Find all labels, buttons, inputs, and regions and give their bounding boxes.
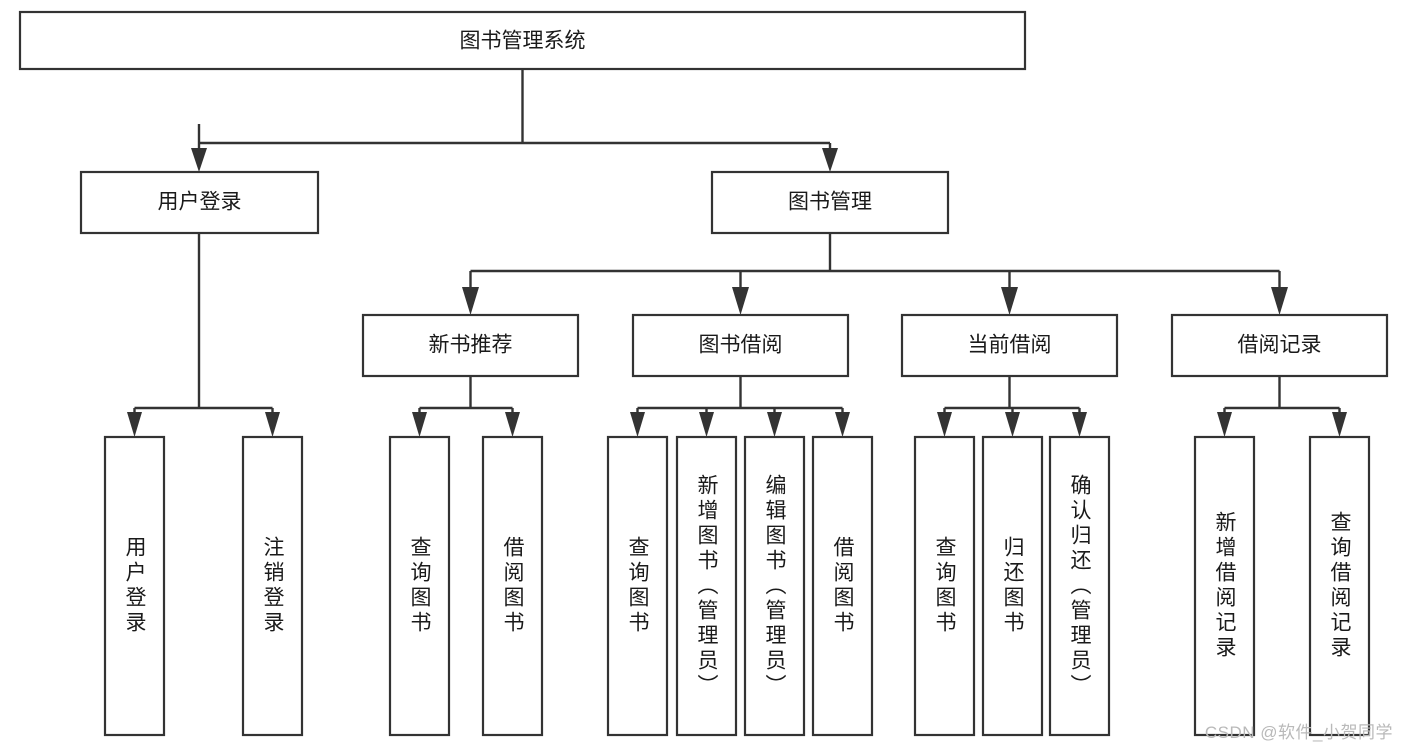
- node-borrow-record[interactable]: 借阅记录: [1170, 313, 1389, 378]
- node-leaf-logout-box[interactable]: [241, 435, 304, 737]
- connector-group-root-to-level1: [191, 69, 838, 172]
- node-root[interactable]: 图书管理系统: [18, 10, 1027, 71]
- arrow-head-to-user-login: [191, 148, 207, 172]
- arrow-head-to-leaf-add-book: [699, 412, 714, 437]
- arrow-head-to-leaf-confirm-return: [1072, 412, 1087, 437]
- node-current-borrow-label: 当前借阅: [968, 334, 1052, 357]
- leaf-box-group: [103, 435, 1371, 737]
- node-current-borrow[interactable]: 当前借阅: [900, 313, 1119, 378]
- connector-group-new-book-recommend-to-leaves: [412, 376, 520, 437]
- node-book-management-label: 图书管理: [788, 191, 872, 214]
- node-borrow-record-label: 借阅记录: [1238, 334, 1322, 357]
- node-root-label: 图书管理系统: [460, 30, 586, 53]
- connector-group-book-management-to-level2: [462, 233, 1288, 315]
- node-leaf-query-book-rec-box[interactable]: [388, 435, 451, 737]
- node-leaf-confirm-return-box[interactable]: [1048, 435, 1111, 737]
- arrow-head-to-new-book-recommend: [462, 287, 479, 315]
- arrow-head-to-leaf-edit-book: [767, 412, 782, 437]
- node-book-borrow-label: 图书借阅: [699, 334, 783, 357]
- node-leaf-add-record-box[interactable]: [1193, 435, 1256, 737]
- connector-group-book-borrow-to-leaves: [630, 376, 850, 437]
- node-user-login-label: 用户登录: [158, 191, 242, 214]
- node-leaf-edit-book-box[interactable]: [743, 435, 806, 737]
- node-leaf-query-book-current-box[interactable]: [913, 435, 976, 737]
- connector-group-user-login-to-leaves: [127, 233, 280, 437]
- node-current-borrow-box[interactable]: [900, 313, 1119, 378]
- connector-group-current-borrow-to-leaves: [937, 376, 1087, 437]
- node-leaf-borrow-book-rec-box[interactable]: [481, 435, 544, 737]
- arrow-head-to-leaf-query-book-rec: [412, 412, 427, 437]
- arrow-head-to-leaf-query-book-borrow: [630, 412, 645, 437]
- arrow-head-to-leaf-logout: [265, 412, 280, 437]
- node-user-login[interactable]: 用户登录: [79, 170, 320, 235]
- node-user-login-box[interactable]: [79, 170, 320, 235]
- arrow-head-to-book-management: [822, 148, 838, 172]
- arrow-head-to-leaf-user-login: [127, 412, 142, 437]
- connector-group-borrow-record-to-leaves: [1217, 376, 1347, 437]
- node-book-borrow[interactable]: 图书借阅: [631, 313, 850, 378]
- node-new-book-recommend-box[interactable]: [361, 313, 580, 378]
- node-leaf-query-record-box[interactable]: [1308, 435, 1371, 737]
- arrow-head-to-leaf-add-record: [1217, 412, 1232, 437]
- node-borrow-record-box[interactable]: [1170, 313, 1389, 378]
- node-new-book-recommend-label: 新书推荐: [429, 334, 513, 357]
- node-root-box[interactable]: [18, 10, 1027, 71]
- node-leaf-user-login-box[interactable]: [103, 435, 166, 737]
- arrow-head-to-current-borrow: [1001, 287, 1018, 315]
- node-book-management-box[interactable]: [710, 170, 950, 235]
- arrow-head-to-leaf-return-book: [1005, 412, 1020, 437]
- arrow-head-to-book-borrow: [732, 287, 749, 315]
- node-leaf-add-book-box[interactable]: [675, 435, 738, 737]
- arrow-head-to-leaf-borrow-book-rec: [505, 412, 520, 437]
- arrow-head-to-leaf-query-book-current: [937, 412, 952, 437]
- arrow-head-to-leaf-query-record: [1332, 412, 1347, 437]
- arrow-head-to-borrow-record: [1271, 287, 1288, 315]
- arrow-head-to-leaf-borrow-book: [835, 412, 850, 437]
- watermark: CSDN @软件_小贺同学: [1204, 723, 1393, 742]
- node-book-borrow-box[interactable]: [631, 313, 850, 378]
- node-new-book-recommend[interactable]: 新书推荐: [361, 313, 580, 378]
- node-leaf-return-book-box[interactable]: [981, 435, 1044, 737]
- node-book-management[interactable]: 图书管理: [710, 170, 950, 235]
- node-leaf-borrow-book-box[interactable]: [811, 435, 874, 737]
- node-leaf-query-book-borrow-box[interactable]: [606, 435, 669, 737]
